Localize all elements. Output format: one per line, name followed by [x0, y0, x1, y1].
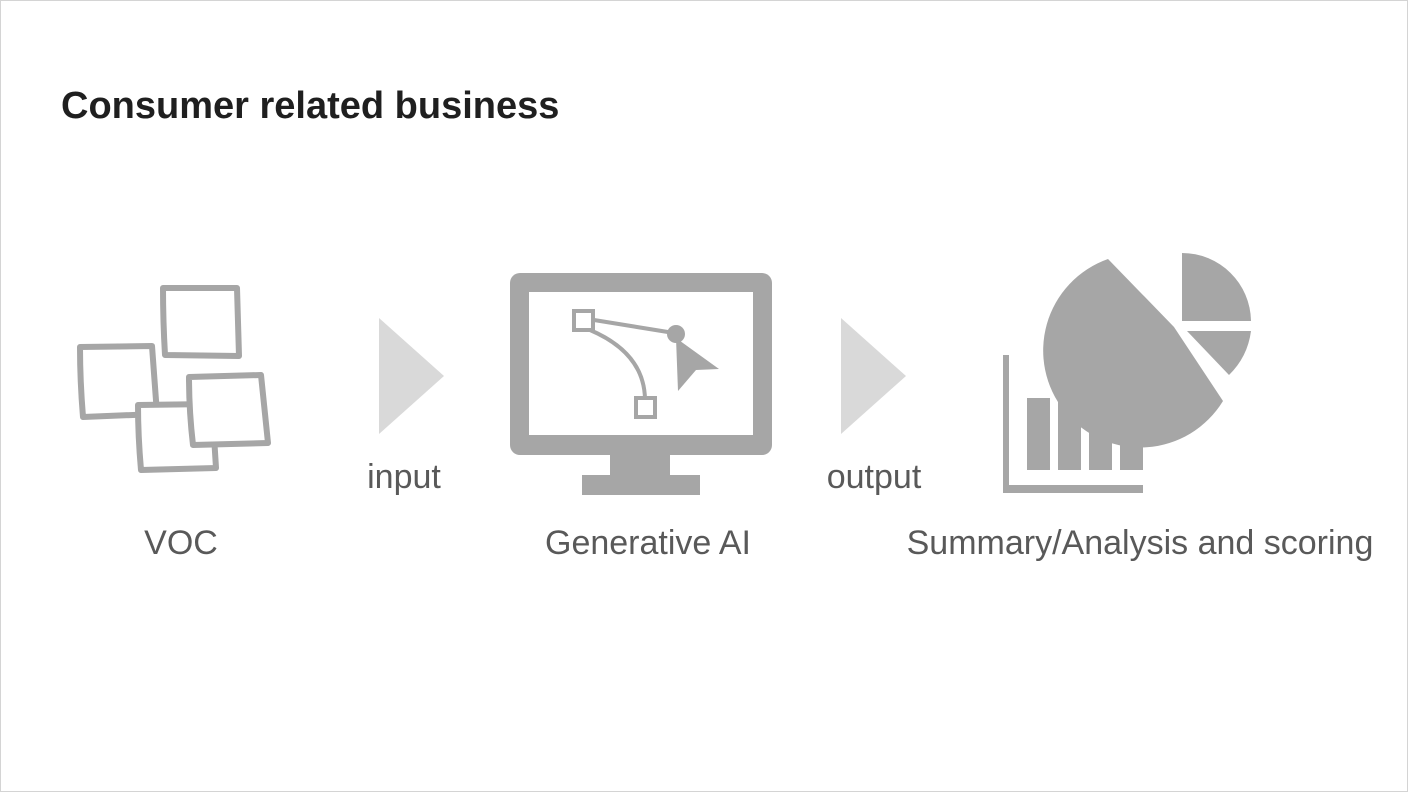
monitor-vector-pen-icon	[508, 271, 774, 497]
slide-title: Consumer related business	[61, 85, 560, 127]
sticky-notes-icon	[71, 281, 281, 481]
input-label: input	[367, 458, 441, 496]
summary-analysis-label: Summary/Analysis and scoring	[906, 524, 1374, 562]
generative-ai-label: Generative AI	[544, 524, 752, 562]
output-label: output	[826, 458, 922, 496]
bar-and-pie-chart-icon	[997, 247, 1259, 499]
voc-label: VOC	[144, 524, 218, 562]
output-arrow-icon	[839, 318, 909, 436]
input-arrow-icon	[377, 318, 447, 436]
